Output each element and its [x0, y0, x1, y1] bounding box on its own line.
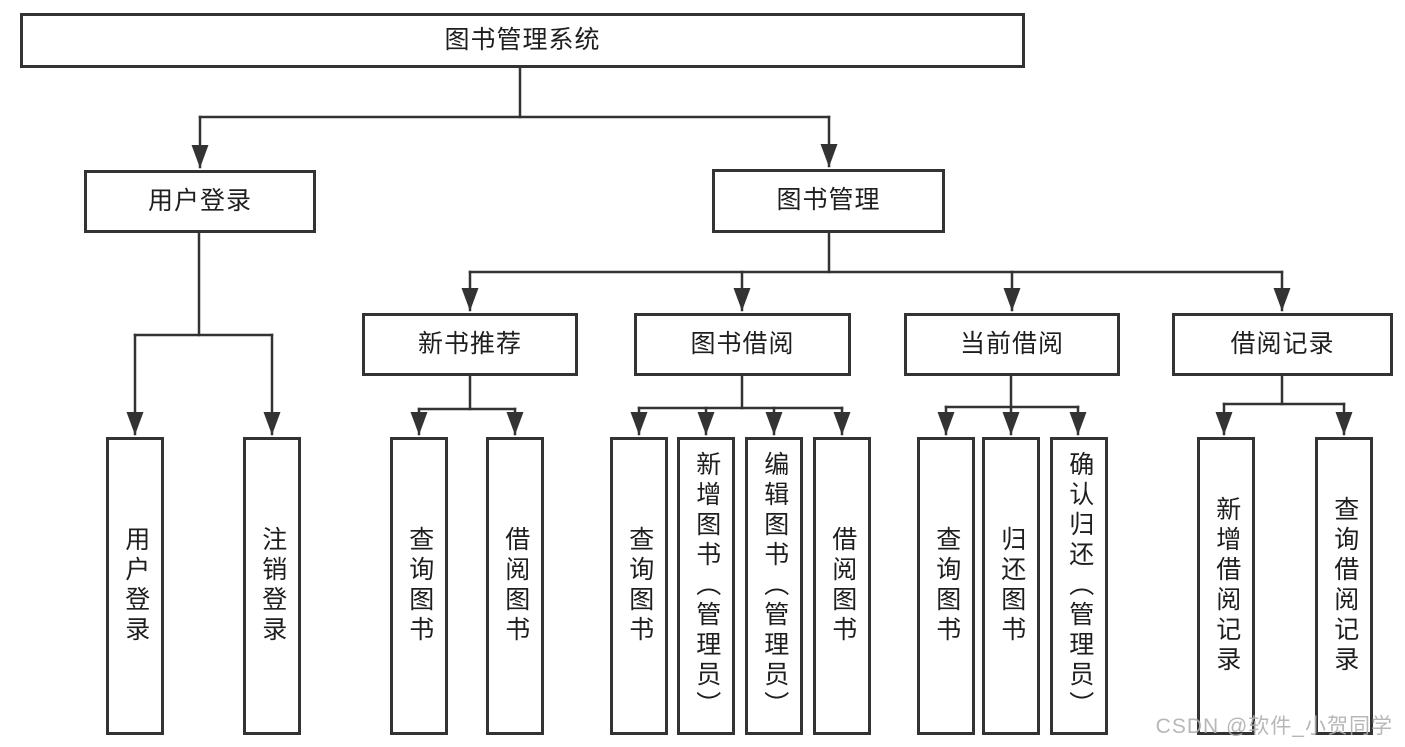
- connector-current-borrow-branch: [937, 374, 1087, 436]
- node-leaf-add-books-admin-label: 新增图书（管理员）: [692, 451, 721, 721]
- node-book-management: 图书管理: [712, 169, 945, 233]
- connector-borrow-records-branch: [1215, 374, 1353, 436]
- node-leaf-add-books-admin: 新增图书（管理员）: [677, 437, 735, 735]
- node-leaf-add-borrow-record-label: 新增借阅记录: [1212, 496, 1241, 676]
- node-leaf-query-books-2: 查询图书: [610, 437, 668, 735]
- node-leaf-query-borrow-record: 查询借阅记录: [1315, 437, 1373, 735]
- connector-book-borrow-branch: [630, 374, 851, 436]
- node-leaf-logout: 注销登录: [243, 437, 301, 735]
- node-user-login-label: 用户登录: [147, 186, 252, 215]
- node-leaf-confirm-return-admin-label: 确认归还（管理员）: [1065, 451, 1094, 721]
- node-current-borrowing-label: 当前借阅: [959, 329, 1064, 358]
- connector-new-book-branch: [410, 374, 524, 436]
- node-borrow-records: 借阅记录: [1172, 313, 1393, 376]
- node-book-borrowing: 图书借阅: [634, 313, 851, 376]
- csdn-watermark: CSDN @软件_小贺同学: [1155, 715, 1393, 738]
- node-leaf-edit-books-admin: 编辑图书（管理员）: [745, 437, 803, 735]
- node-borrow-records-label: 借阅记录: [1230, 329, 1335, 358]
- node-leaf-return-books-label: 归还图书: [997, 526, 1026, 646]
- node-book-management-label: 图书管理: [776, 186, 881, 215]
- node-leaf-query-books-2-label: 查询图书: [625, 526, 654, 646]
- node-leaf-query-borrow-record-label: 查询借阅记录: [1330, 496, 1359, 676]
- connector-user-login-branch: [126, 231, 281, 436]
- node-leaf-logout-label: 注销登录: [258, 526, 287, 646]
- node-user-login: 用户登录: [84, 170, 316, 233]
- connector-book-management-branch: [461, 231, 1291, 312]
- node-library-management-system: 图书管理系统: [20, 13, 1025, 68]
- node-leaf-return-books: 归还图书: [982, 437, 1040, 735]
- node-new-book-recommendation: 新书推荐: [362, 313, 578, 376]
- node-new-book-recommendation-label: 新书推荐: [417, 329, 522, 358]
- connector-root-to-level2: [191, 66, 838, 169]
- node-leaf-user-login: 用户登录: [106, 437, 164, 735]
- node-leaf-edit-books-admin-label: 编辑图书（管理员）: [760, 451, 789, 721]
- node-library-management-system-label: 图书管理系统: [444, 25, 601, 54]
- node-leaf-add-borrow-record: 新增借阅记录: [1197, 437, 1255, 735]
- node-leaf-query-books-1: 查询图书: [390, 437, 448, 735]
- node-leaf-borrow-books-1-label: 借阅图书: [501, 526, 530, 646]
- node-leaf-query-books-3: 查询图书: [917, 437, 975, 735]
- node-book-borrowing-label: 图书借阅: [690, 329, 795, 358]
- node-leaf-borrow-books-2: 借阅图书: [813, 437, 871, 735]
- node-leaf-confirm-return-admin: 确认归还（管理员）: [1050, 437, 1108, 735]
- node-leaf-borrow-books-1: 借阅图书: [486, 437, 544, 735]
- node-leaf-query-books-1-label: 查询图书: [405, 526, 434, 646]
- node-leaf-borrow-books-2-label: 借阅图书: [828, 526, 857, 646]
- node-leaf-query-books-3-label: 查询图书: [932, 526, 961, 646]
- node-current-borrowing: 当前借阅: [904, 313, 1120, 376]
- node-leaf-user-login-label: 用户登录: [121, 526, 150, 646]
